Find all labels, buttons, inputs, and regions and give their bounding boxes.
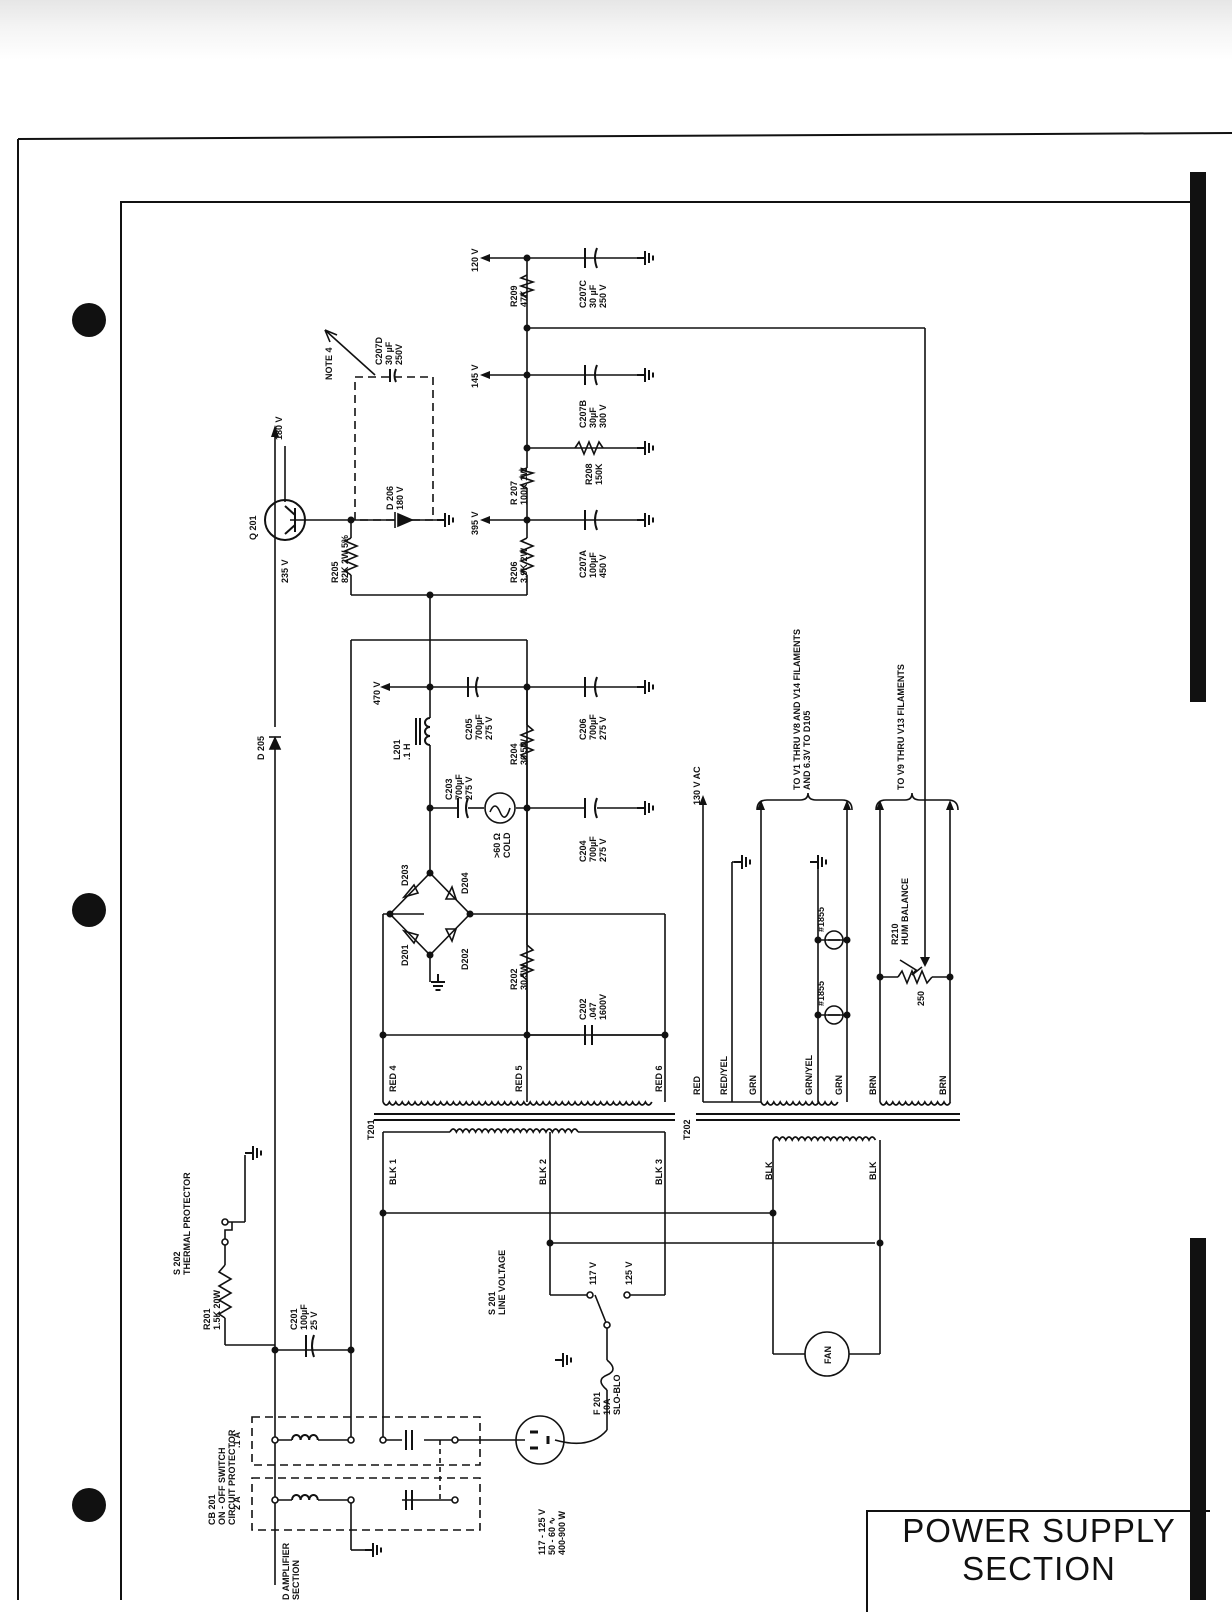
label-r209: R20947K — [509, 285, 529, 307]
ground-symbols — [244, 250, 827, 1558]
label-d203: D203 — [400, 864, 410, 886]
label-c206: C206700µF275 V — [578, 714, 608, 740]
label-130vac: 130 V AC — [692, 766, 702, 805]
label-c201: C201100µF25 V — [289, 1304, 319, 1330]
scan-top-shadow — [0, 0, 1232, 60]
label-cb201: CB 201ON - OFF SWITCHCIRCUIT PROTECTOR — [207, 1429, 237, 1525]
binder-hole — [72, 1488, 106, 1522]
label-blk2: BLK 2 — [538, 1159, 548, 1185]
component-labels: D AMPLIFIERSECTION CB 201ON - OFF SWITCH… — [172, 248, 948, 1600]
label-mains: 117 - 125 V50 - 60 ∿400-900 W — [537, 1509, 567, 1555]
label-blk-a: BLK — [764, 1161, 774, 1180]
label-red4: RED 4 — [388, 1065, 398, 1092]
label-grn-2: GRN — [834, 1075, 844, 1095]
label-d201: D201 — [400, 944, 410, 966]
label-brn-2: BRN — [938, 1076, 948, 1096]
label-blk1: BLK 1 — [388, 1159, 398, 1185]
binder-hole — [72, 303, 106, 337]
label-c202: C202.0471600V — [578, 994, 608, 1020]
inductors — [291, 717, 431, 1501]
terminal-arrows — [271, 254, 954, 967]
label-r210-value: 250 — [916, 991, 926, 1006]
misc-symbols — [224, 329, 959, 1465]
label-r210: R210HUM BALANCE — [890, 878, 910, 945]
label-r205: R20582K 2W 5% — [330, 535, 350, 583]
label-r208: R208150K — [584, 463, 604, 485]
transformers — [374, 1100, 960, 1142]
page-edge-bar — [1190, 1238, 1206, 1600]
label-c207a: C207A100µF450 V — [578, 549, 608, 578]
label-125v: 125 V — [624, 1261, 634, 1285]
label-blk3: BLK 3 — [654, 1159, 664, 1185]
label-thermistor: >60 ΩCOLD — [492, 832, 512, 858]
dashed-outlines — [251, 376, 481, 1531]
label-s201: S 201LINE VOLTAGE — [487, 1250, 507, 1315]
label-q201: Q 201 — [248, 515, 258, 540]
label-r206: R2063.9K 2W — [509, 547, 529, 583]
title-line-1: POWER SUPPLY — [902, 1512, 1176, 1549]
label-f201: F 20110ASLO-BLO — [592, 1375, 622, 1416]
label-117v: 117 V — [588, 1262, 598, 1285]
label-r202: R20230 5W — [509, 963, 529, 990]
label-red6: RED 6 — [654, 1065, 664, 1092]
capacitors — [305, 247, 598, 1510]
label-fan: FAN — [823, 1346, 833, 1364]
label-s202: S 202THERMAL PROTECTOR — [172, 1172, 192, 1275]
wiring — [224, 257, 951, 1585]
transistor-q201 — [264, 499, 306, 541]
label-red5: RED 5 — [514, 1065, 524, 1092]
label-filaments-2: TO V9 THRU V13 FILAMENTS — [896, 664, 906, 790]
terminal-circles — [221, 1218, 631, 1504]
label-180v: 180 V — [274, 416, 284, 440]
label-145v: 145 V — [470, 364, 480, 388]
label-lamp-2: #1855 — [816, 981, 826, 1006]
label-red-yel: RED/YEL — [719, 1055, 729, 1095]
label-d204: D204 — [460, 872, 470, 894]
label-d205: D 205 — [256, 736, 266, 760]
label-blk-b: BLK — [868, 1161, 878, 1180]
resistors — [217, 274, 933, 1319]
label-l201: L201.1 H — [392, 739, 412, 760]
label-c205: C205700µF275 V — [464, 714, 494, 740]
label-395v: 395 V — [470, 511, 480, 535]
label-grn-1: GRN — [748, 1075, 758, 1095]
label-cb-2a: 2 A — [232, 1496, 242, 1510]
label-filaments-1: TO V1 THRU V8 AND V14 FILAMENTSAND 6.3V … — [792, 629, 812, 790]
binder-hole — [72, 893, 106, 927]
label-brn-1: BRN — [868, 1076, 878, 1096]
label-d202: D202 — [460, 948, 470, 970]
label-c203: C203700µF275 V — [444, 774, 474, 800]
label-c207b: C207B30µF300 V — [578, 399, 608, 428]
label-t201: T201 — [366, 1119, 376, 1140]
label-red: RED — [692, 1075, 702, 1095]
title-block: POWER SUPPLY SECTION — [866, 1510, 1210, 1612]
label-470v: 470 V — [372, 681, 382, 705]
label-c204: C204700µF275 V — [578, 836, 608, 862]
title-line-2: SECTION — [962, 1550, 1116, 1587]
page-border — [17, 132, 1232, 1600]
label-c207c: C207C30 µF250 V — [578, 279, 608, 308]
label-t202: T202 — [682, 1119, 692, 1140]
label-120v: 120 V — [470, 248, 480, 272]
label-r207: R 207100K 1W — [509, 467, 529, 505]
label-235v: 235 V — [280, 559, 290, 583]
label-grn-yel: GRN/YEL — [804, 1054, 814, 1095]
label-d206: D 206180 V — [385, 486, 405, 510]
label-cb-1a: .1 A — [232, 1431, 242, 1448]
label-c207d: C207D30 µF250V — [374, 336, 404, 365]
diodes — [268, 512, 458, 945]
label-note4: NOTE 4 — [324, 347, 334, 380]
label-top-cut: D AMPLIFIERSECTION — [281, 1542, 301, 1600]
label-r204: R20430 5W — [509, 738, 529, 765]
page-edge-bar — [1190, 172, 1206, 702]
label-r201: R2011.5K 20W — [202, 1289, 222, 1330]
junction-dots — [271, 254, 954, 1504]
label-lamp-1: #1855 — [816, 907, 826, 932]
